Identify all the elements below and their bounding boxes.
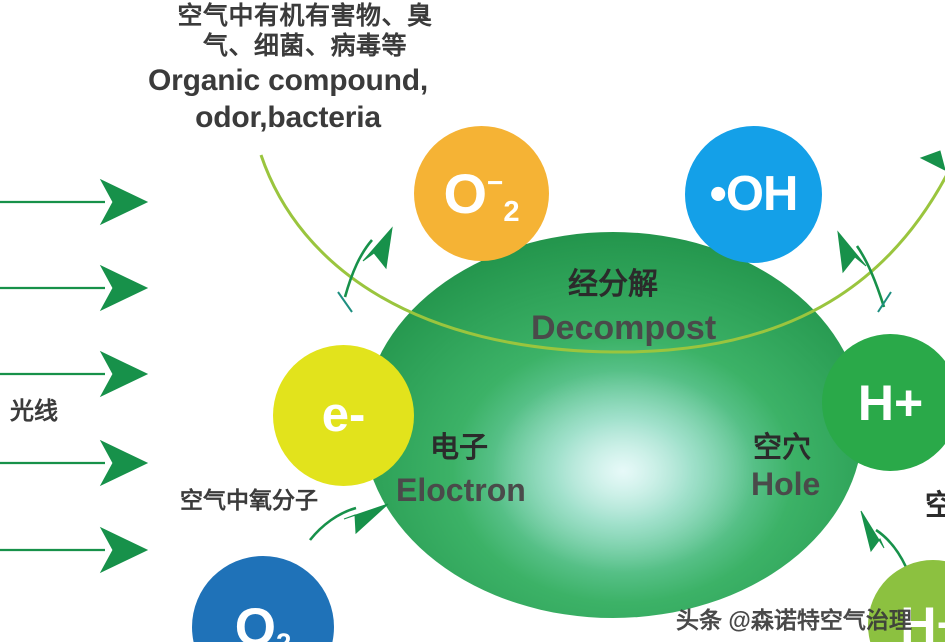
- arrow-from-oxygen: [308, 503, 389, 541]
- electron-symbol: e-: [321, 388, 366, 442]
- oxygen-subscript: 2: [276, 627, 291, 642]
- pollutant-path-curve: [259, 154, 945, 354]
- superoxide-subscript: 2: [503, 195, 520, 228]
- electron-label-en: Eloctron: [396, 472, 526, 508]
- oxygen-base: O: [234, 597, 276, 642]
- hydroxyl-label: •OH: [709, 167, 799, 221]
- light-ray-4: [0, 439, 149, 487]
- light-rays-label: 光线: [10, 398, 58, 425]
- bubble-proton: H+: [822, 334, 945, 471]
- decompost-label-en: Decompost: [531, 309, 717, 347]
- arrow-top-right-edge: [919, 150, 945, 171]
- bubble-proton-secondary: H+: [868, 560, 945, 642]
- hole-label-en: Hole: [751, 466, 821, 502]
- bubble-electron: e-: [273, 345, 414, 486]
- reaction-arrows: [308, 150, 945, 568]
- arrow-from-hole: [860, 510, 908, 568]
- bubble-superoxide-anion: O−2: [414, 126, 549, 261]
- electron-label-cn: 电子: [430, 432, 489, 464]
- pollutant-title-en: Organic compound, odor,bacteria: [148, 64, 428, 134]
- source-watermark: 头条 @森诺特空气治理: [676, 607, 912, 633]
- light-ray-5: [0, 526, 149, 574]
- proton-symbol: H+: [857, 374, 924, 431]
- arrow-to-superoxide: [343, 226, 393, 298]
- light-ray-3: [0, 350, 149, 398]
- proton-secondary-symbol: H+: [900, 597, 945, 642]
- right-edge-clipped-label: 空: [925, 490, 945, 522]
- superoxide-base: O: [443, 161, 487, 225]
- light-ray-1: [0, 178, 149, 226]
- superoxide-charge: −: [487, 166, 504, 198]
- oxygen-molecule-label: 空气中氧分子: [180, 487, 318, 513]
- bubble-hydroxyl-radical: •OH: [685, 126, 822, 263]
- pollutant-title-cn: 空气中有机有害物、臭气、细菌、病毒等: [177, 2, 433, 60]
- arrow-to-hydroxyl: [837, 230, 886, 308]
- hole-label-cn: 空穴: [753, 432, 812, 464]
- light-ray-arrows: [0, 178, 149, 574]
- particle-highlight: [363, 232, 863, 618]
- curve-crossmarks: [337, 291, 892, 313]
- decompost-label-cn: 经分解: [568, 268, 658, 301]
- light-ray-2: [0, 264, 149, 312]
